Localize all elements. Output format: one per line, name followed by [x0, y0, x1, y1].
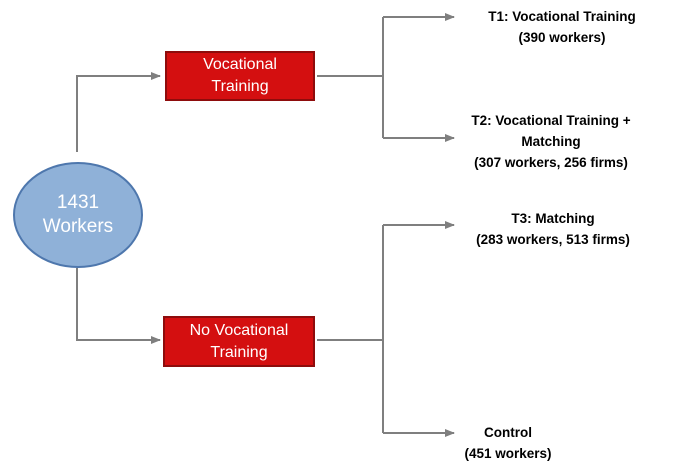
arrow-root-to-vocational: [76, 72, 161, 152]
control-count: (451 workers): [464, 446, 552, 461]
root-count: 1431: [56, 192, 100, 213]
t2-title: T2: Vocational Training +: [471, 113, 631, 128]
t3-count: (283 workers, 513 firms): [476, 232, 630, 247]
no-vocational-label-line2: Training: [210, 343, 268, 361]
t3-title: T3: Matching: [511, 211, 595, 226]
t2-title-cont: Matching: [521, 134, 581, 149]
root-workers-node: 1431 Workers: [13, 162, 143, 268]
outcome-t1: T1: Vocational Training (390 workers): [462, 6, 662, 48]
vocational-training-box: Vocational Training: [165, 51, 315, 101]
control-title: Control: [484, 425, 532, 440]
t1-count: (390 workers): [518, 30, 606, 45]
vocational-label-line2: Training: [211, 78, 269, 95]
no-vocational-training-box: No Vocational Training: [163, 316, 315, 367]
no-vocational-label-line1: No Vocational: [189, 321, 289, 339]
root-label: Workers: [42, 216, 114, 237]
t2-count: (307 workers, 256 firms): [474, 155, 628, 170]
outcome-t3: T3: Matching (283 workers, 513 firms): [458, 208, 648, 250]
outcome-t2: T2: Vocational Training + Matching (307 …: [455, 110, 647, 173]
outcome-control: Control (451 workers): [454, 422, 562, 464]
arrow-root-to-no-vocational: [76, 268, 161, 344]
vocational-label-line1: Vocational: [203, 56, 277, 73]
t1-title: T1: Vocational Training: [488, 9, 636, 24]
